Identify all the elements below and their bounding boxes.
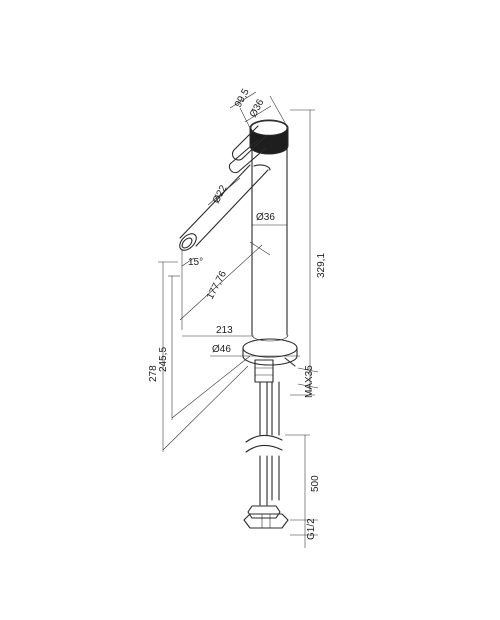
dim-top-offset: 99,5 [233,87,252,110]
dim-outlet-height-a: 245,5 [158,347,169,372]
mounting-fitting [254,357,296,383]
dim-hose-length: 500 [310,475,321,492]
dim-handle-diameter: Ø36 [248,97,267,119]
supply-hoses [243,381,289,529]
dim-total-height: 329,1 [316,253,327,278]
dim-deck-thickness: MAX35 [304,365,315,398]
dim-spout-diameter: Ø22 [211,183,230,205]
dim-thread: G1/2 [306,518,317,540]
dim-base-diameter: Ø46 [212,344,231,355]
dim-body-diameter: Ø36 [256,212,275,223]
dim-projection: 213 [216,325,233,336]
lever-handle [228,125,267,174]
dim-outlet-height-b: 278 [148,365,159,382]
spout [179,164,271,251]
dim-spout-angle: 15° [188,257,203,268]
faucet-body [242,119,298,366]
dimension-lines [158,91,319,548]
dim-spout-reach: 177,76 [205,269,229,302]
